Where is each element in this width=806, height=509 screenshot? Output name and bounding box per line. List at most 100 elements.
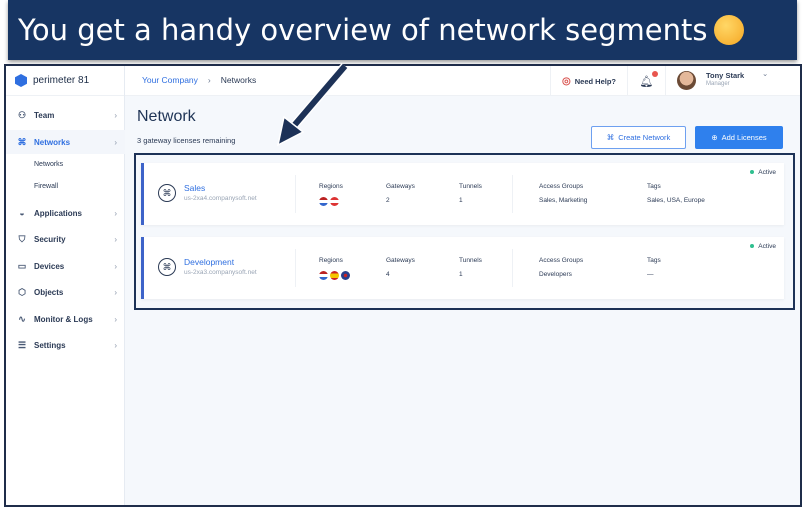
lifebuoy-icon: ◎	[562, 75, 571, 87]
sidebar: perimeter 81 ⚇Team› ⌘Networks› Networks …	[6, 66, 125, 505]
caption-banner: You get a handy overview of network segm…	[8, 0, 797, 60]
create-network-button[interactable]: ⌘Create Network	[591, 126, 686, 149]
notifications-button[interactable]: 🔔︎	[628, 66, 666, 96]
chevron-right-icon: ›	[114, 110, 117, 120]
cube-icon: ⬡	[18, 286, 26, 297]
logo-icon	[15, 74, 27, 87]
column-label: Gateways	[386, 183, 415, 190]
shield-icon: ⛉	[18, 233, 26, 244]
sidebar-subitem-networks[interactable]: Networks	[34, 161, 64, 168]
flag-gb-icon	[341, 271, 350, 280]
sidebar-item-label: Settings	[34, 340, 66, 350]
user-role: Manager	[706, 81, 730, 87]
chevron-right-icon: ›	[114, 314, 117, 324]
user-menu[interactable]: Tony Stark ⌄ Manager	[706, 69, 776, 87]
add-licenses-label: Add Licenses	[721, 133, 767, 142]
add-licenses-button[interactable]: ⊕Add Licenses	[695, 126, 783, 149]
breadcrumb: Your Company›Networks	[142, 75, 266, 85]
logo[interactable]: perimeter 81	[6, 66, 124, 96]
status-label: Active	[758, 169, 776, 176]
status-dot-icon	[750, 170, 755, 175]
divider	[295, 175, 296, 213]
network-icon: ⌘	[158, 184, 176, 202]
sidebar-item-label: Objects	[34, 287, 64, 297]
column-label: Access Groups	[539, 257, 584, 264]
network-card-development[interactable]: ⌘ Development us-2xa3.companysoft.net Re…	[141, 237, 784, 299]
divider	[512, 175, 513, 213]
tunnels-value: 1	[459, 271, 463, 278]
page-title: Network	[137, 108, 196, 125]
sidebar-item-label: Applications	[34, 208, 83, 218]
bell-icon: 🔔︎	[639, 75, 654, 88]
breadcrumb-separator: ›	[207, 75, 211, 85]
sidebar-item-settings[interactable]: ☰ Settings ›	[6, 333, 125, 357]
tunnels-column: Tunnels 1	[459, 257, 482, 278]
column-label: Tunnels	[459, 257, 482, 264]
sidebar-item-devices[interactable]: ▭Devices›	[6, 254, 125, 278]
gateways-value: 4	[386, 271, 390, 278]
network-name[interactable]: Development	[184, 257, 235, 267]
top-header: Your Company›Networks ◎Need Help? 🔔︎ Ton…	[125, 66, 800, 96]
column-label: Regions	[319, 257, 343, 264]
chevron-right-icon: ›	[114, 287, 117, 297]
access-groups-value: Developers	[539, 271, 572, 278]
divider	[512, 249, 513, 287]
sidebar-subitem-firewall[interactable]: Firewall	[34, 183, 59, 190]
tunnels-value: 1	[459, 197, 463, 204]
chevron-right-icon: ›	[114, 234, 117, 244]
avatar[interactable]	[677, 71, 696, 90]
sliders-icon: ☰	[17, 339, 27, 350]
column-label: Tags	[647, 183, 661, 190]
user-name: Tony Stark	[706, 71, 745, 80]
sidebar-item-applications[interactable]: ◒Applications›	[6, 201, 125, 225]
sidebar-item-monitor-logs[interactable]: ∿Monitor & Logs›	[6, 307, 125, 331]
column-label: Gateways	[386, 257, 415, 264]
flag-es-icon	[330, 271, 339, 280]
network-icon: ⌘	[17, 136, 27, 147]
network-name[interactable]: Sales	[184, 183, 206, 193]
sidebar-item-label: Networks	[34, 137, 71, 147]
sidebar-item-label: Devices	[34, 261, 65, 271]
sidebar-item-team[interactable]: ⚇ Team ›	[6, 103, 125, 127]
tags-value: Sales, USA, Europe	[647, 197, 705, 204]
status-dot-icon	[750, 244, 755, 249]
sidebar-item-label: Team	[34, 110, 55, 120]
column-label: Access Groups	[539, 183, 584, 190]
notification-badge	[652, 71, 658, 77]
highlight-box	[134, 153, 795, 310]
network-icon: ⌘	[606, 133, 615, 142]
gateways-column: Gateways 2	[386, 183, 415, 204]
licenses-remaining: 3 gateway licenses remaining	[137, 136, 236, 145]
tags-value: —	[647, 271, 654, 278]
help-label: Need Help?	[574, 76, 616, 86]
sidebar-item-objects[interactable]: ⬡ Objects ›	[6, 280, 125, 304]
sidebar-item-label: Security	[34, 234, 66, 244]
caption-text: You get a handy overview of network segm…	[18, 13, 708, 47]
access-groups-value: Sales, Marketing	[539, 197, 588, 204]
team-icon: ⚇	[17, 109, 27, 120]
wink-emoji-icon	[713, 15, 744, 45]
gateways-column: Gateways 4	[386, 257, 415, 278]
status-badge: Active	[750, 169, 776, 176]
regions-column: Regions	[319, 257, 350, 280]
chevron-right-icon: ›	[114, 340, 117, 350]
breadcrumb-company[interactable]: Your Company	[142, 75, 198, 85]
status-label: Active	[758, 243, 776, 250]
need-help-button[interactable]: ◎Need Help?	[550, 66, 628, 96]
chevron-right-icon: ›	[114, 208, 117, 218]
sidebar-item-networks[interactable]: ⌘Networks›	[6, 130, 125, 154]
network-icon: ⌘	[158, 258, 176, 276]
regions-column: Regions	[319, 183, 343, 206]
gateways-value: 2	[386, 197, 390, 204]
sidebar-item-security[interactable]: ⛉ Security ›	[6, 227, 125, 251]
flag-us-icon	[319, 197, 328, 206]
chevron-right-icon: ›	[114, 261, 117, 271]
network-host: us-2xa4.companysoft.net	[184, 195, 257, 202]
network-host: us-2xa3.companysoft.net	[184, 269, 257, 276]
brand-name: perimeter 81	[33, 75, 90, 86]
chevron-down-icon: ⌄	[762, 69, 769, 78]
network-card-sales[interactable]: ⌘ Sales us-2xa4.companysoft.net Regions …	[141, 163, 784, 225]
